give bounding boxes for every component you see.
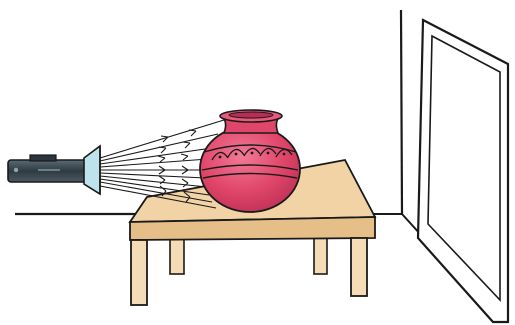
- wall-mirror: [401, 10, 508, 322]
- clay-pot: [200, 110, 300, 212]
- torch: [8, 146, 100, 194]
